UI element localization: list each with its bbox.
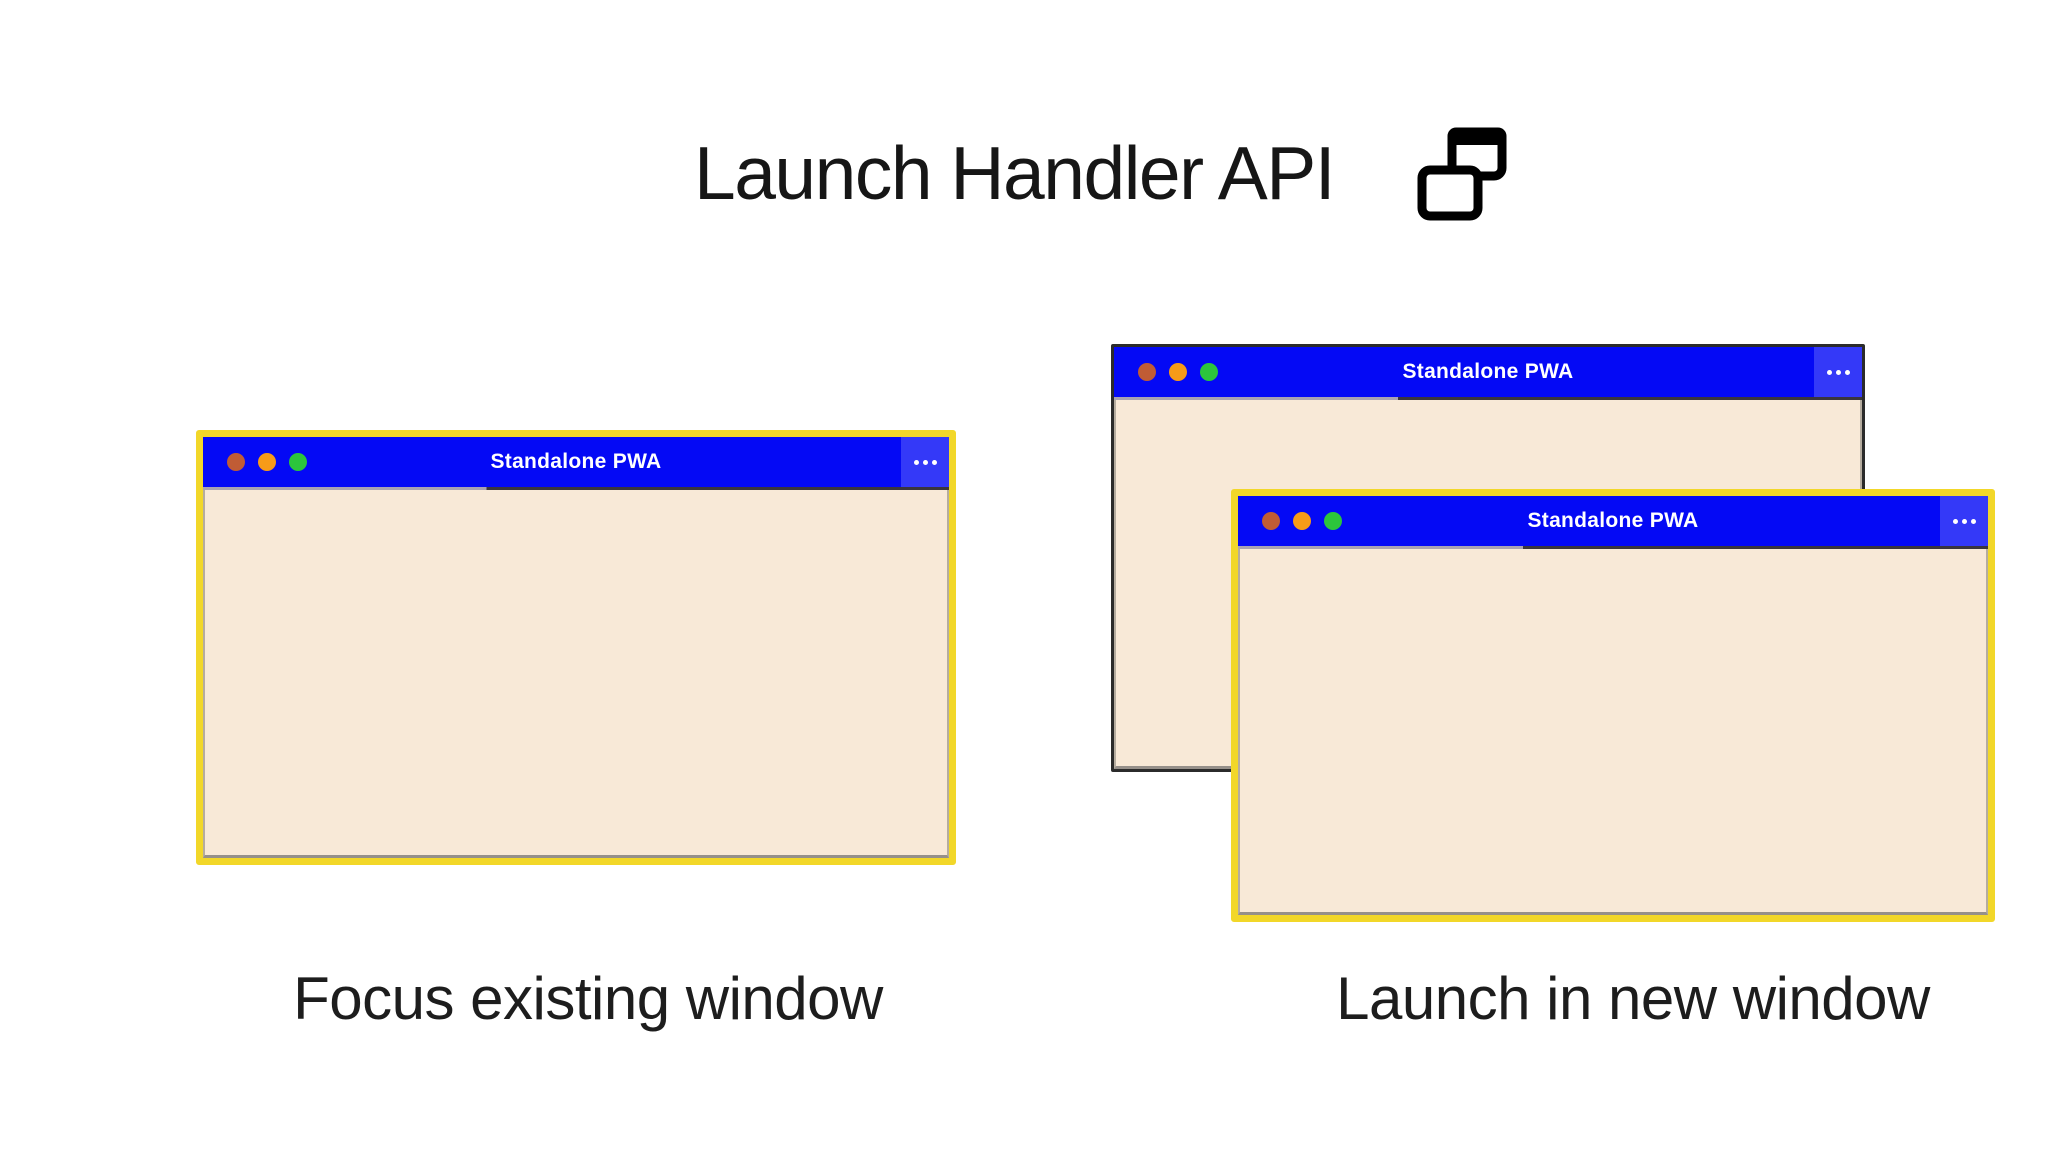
overflow-menu-button[interactable] bbox=[901, 437, 949, 487]
close-button[interactable] bbox=[227, 453, 245, 471]
window-title: Standalone PWA bbox=[1402, 360, 1574, 383]
caption-focus-existing: Focus existing window bbox=[293, 965, 883, 1032]
titlebar-separator bbox=[1114, 397, 1862, 400]
window-title: Standalone PWA bbox=[490, 450, 662, 473]
close-button[interactable] bbox=[1138, 363, 1156, 381]
titlebar: Standalone PWA bbox=[203, 437, 949, 487]
ellipsis-icon bbox=[913, 459, 919, 465]
ellipsis-icon bbox=[1826, 369, 1832, 375]
page-title: Launch Handler API bbox=[694, 130, 1336, 215]
titlebar-separator bbox=[203, 487, 949, 490]
pwa-window-existing: Standalone PWA bbox=[196, 430, 956, 865]
titlebar: Standalone PWA bbox=[1238, 496, 1988, 546]
pwa-window-new: Standalone PWA bbox=[1231, 489, 1995, 922]
page-header: Launch Handler API bbox=[694, 122, 1510, 224]
titlebar-separator bbox=[1238, 546, 1988, 549]
traffic-lights bbox=[227, 453, 307, 471]
window-content bbox=[203, 490, 949, 858]
minimize-button[interactable] bbox=[1293, 512, 1311, 530]
minimize-button[interactable] bbox=[258, 453, 276, 471]
minimize-button[interactable] bbox=[1169, 363, 1187, 381]
maximize-button[interactable] bbox=[289, 453, 307, 471]
traffic-lights bbox=[1138, 363, 1218, 381]
overlapping-windows-icon bbox=[1417, 127, 1507, 221]
titlebar: Standalone PWA bbox=[1114, 347, 1862, 397]
close-button[interactable] bbox=[1262, 512, 1280, 530]
ellipsis-icon bbox=[1952, 518, 1958, 524]
overflow-menu-button[interactable] bbox=[1940, 496, 1988, 546]
window-title: Standalone PWA bbox=[1527, 509, 1699, 532]
window-content bbox=[1238, 549, 1988, 915]
overflow-menu-button[interactable] bbox=[1814, 347, 1862, 397]
caption-launch-new: Launch in new window bbox=[1336, 965, 1930, 1032]
traffic-lights bbox=[1262, 512, 1342, 530]
maximize-button[interactable] bbox=[1324, 512, 1342, 530]
maximize-button[interactable] bbox=[1200, 363, 1218, 381]
